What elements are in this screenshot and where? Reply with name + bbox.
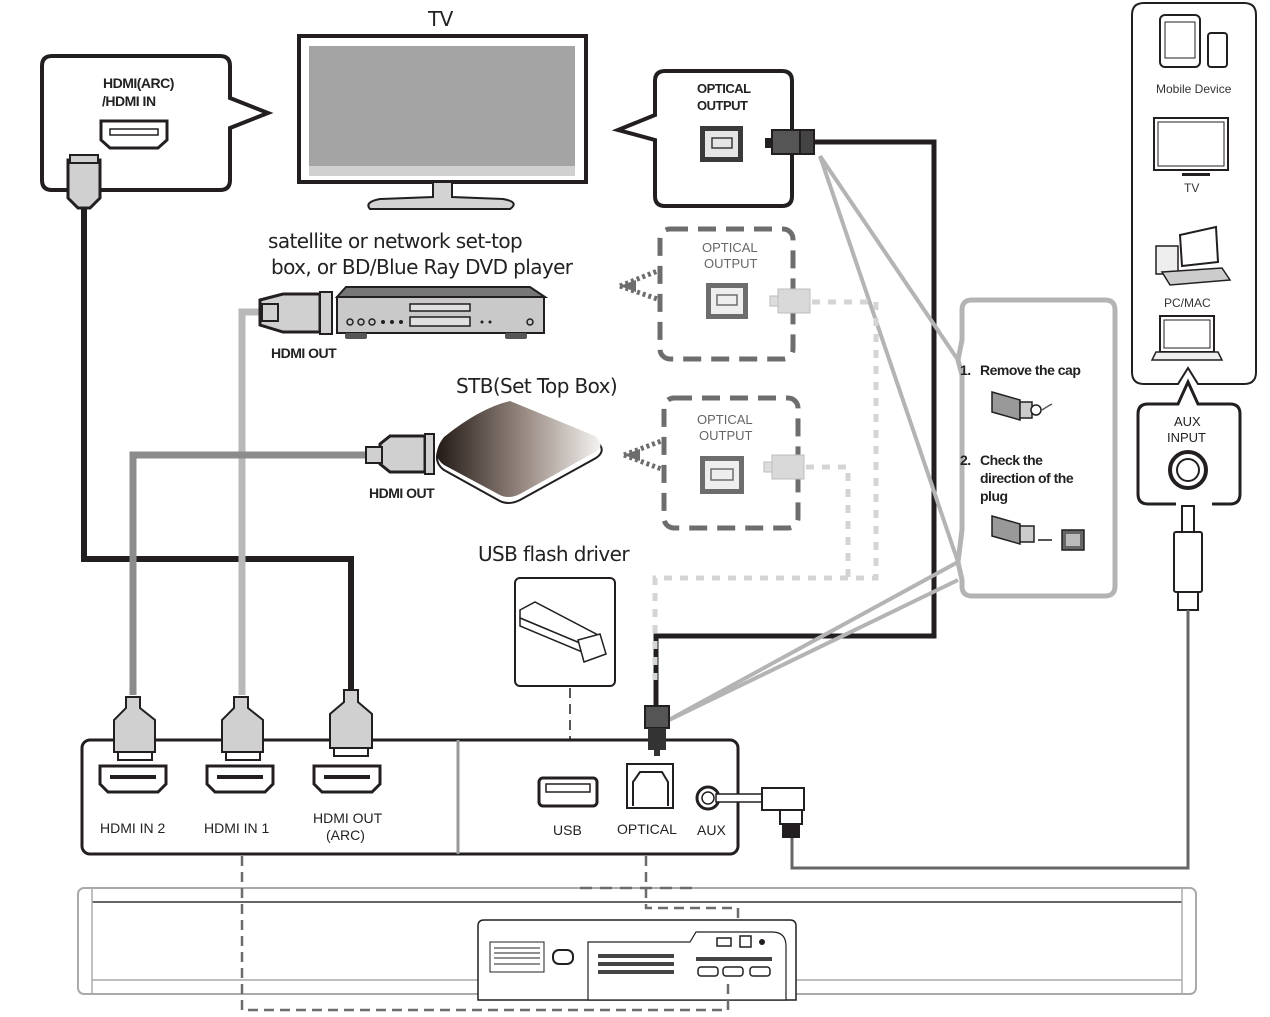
usb-flash-drive-icon [514,577,616,776]
aux-sources-box [1131,2,1257,385]
tv-icon [1153,117,1229,176]
soundbar-body [77,887,1197,1001]
aux-input-label-line1: AUX [1174,414,1201,429]
soundbar-rear-panel [80,689,805,856]
step1-text: Remove the cap [980,362,1081,378]
player-optical-label-line1: OPTICAL [702,240,758,255]
port-label-usb: USB [553,822,582,838]
stb-title: STB(Set Top Box) [456,374,618,398]
hdmi-arc-cable [66,154,354,695]
port-label-hdmi-out-line1: HDMI OUT [313,810,383,826]
port-label-hdmi-out-line2: (ARC) [326,827,365,843]
port-label-hdmi-in-2: HDMI IN 2 [100,820,166,836]
hdmi-port-icon [98,764,168,794]
hdmi-plug-icon [329,689,373,757]
hdmi-plug-icon [113,696,156,761]
tv-icon [297,34,588,210]
tv-optical-callout [611,69,815,208]
tv-optical-label-line1: OPTICAL [697,81,751,96]
desktop-pc-icon [1155,225,1232,286]
optical-plug-direction-icon [991,515,1085,551]
hdmi-port-icon [205,764,275,794]
aux-source-pc-label: PC/MAC [1164,296,1211,310]
step2-text-line1: Check the [980,452,1043,468]
aux-plug-icon [715,787,805,838]
step2-text-line3: plug [980,488,1008,504]
hdmi-player-cable [238,291,333,695]
optical-steps-box [955,297,1118,599]
player-hdmi-out-label: HDMI OUT [271,345,337,361]
step2-number: 2. [960,452,971,468]
bd-player-icon [334,286,549,339]
usb-flash-title: USB flash driver [478,542,630,566]
aux-source-tv-label: TV [1184,181,1200,195]
tv-title: TV [428,7,453,31]
stb-icon [436,401,603,504]
warning-label [489,941,545,973]
stb-optical-callout [623,395,851,578]
optical-port-icon [626,763,674,809]
optical-plug-cap-icon [991,391,1053,421]
panel-to-body-guides [240,856,740,1012]
port-label-aux: AUX [697,822,726,838]
aux-plug-icon [1173,505,1203,611]
mobile-device-icon [1159,14,1228,68]
step1-number: 1. [960,362,971,378]
player-title-line2: box, or BD/Blue Ray DVD player [271,255,573,279]
hdmi-stb-cable [129,433,435,695]
player-optical-callout [619,226,879,680]
optical-steps-pointer [664,154,960,724]
player-title-line1: satellite or network set-top [268,229,523,253]
laptop-icon [1150,315,1224,361]
ac-inlet-icon [552,949,574,965]
stb-optical-label-line1: OPTICAL [697,412,753,427]
port-label-optical: OPTICAL [617,821,677,837]
optical-plug-icon [644,705,670,756]
aux-input-callout [790,378,1242,870]
tv-hdmi-label-line2: /HDMI IN [102,93,156,109]
tv-optical-label-line2: OUTPUT [697,98,748,113]
hdmi-port-icon [312,764,382,794]
aux-input-label-line2: INPUT [1167,430,1206,445]
aux-source-mobile-label: Mobile Device [1156,82,1232,96]
tv-hdmi-label-line1: HDMI(ARC) [103,75,174,91]
aux-cable [790,610,1190,870]
hdmi-plug-icon [221,696,264,761]
stb-optical-label-line2: OUTPUT [699,428,753,443]
player-optical-label-line2: OUTPUT [704,256,758,271]
stb-hdmi-out-label: HDMI OUT [369,485,435,501]
port-label-hdmi-in-1: HDMI IN 1 [204,820,270,836]
step2-text-line2: direction of the [980,470,1074,486]
